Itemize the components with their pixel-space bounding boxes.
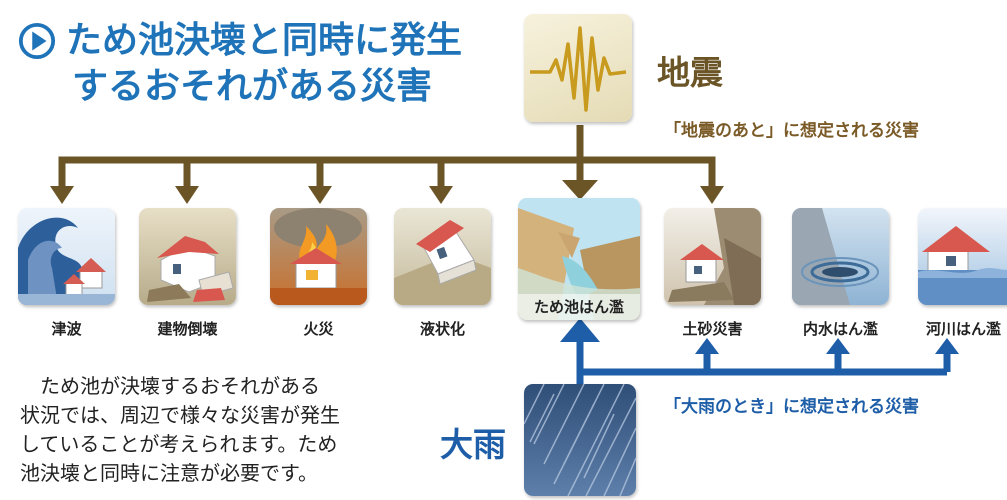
title-line-2: するおそれがある災害 (72, 66, 433, 107)
rain-icon (524, 384, 636, 496)
title-line-1: ため池決壊と同時に発生 (66, 20, 463, 61)
disaster-tile-river-flood (918, 208, 1007, 305)
tsunami-icon (18, 217, 115, 305)
landslide-icon (668, 208, 761, 305)
disaster-label-inland-flood: 内水はん濫 (802, 320, 878, 338)
disaster-tile-liquefaction (394, 208, 491, 305)
description-line-3: していることが考えられます。ため (20, 432, 338, 456)
disaster-tile-building-collapse (139, 208, 236, 305)
seismic-wave-icon (530, 26, 627, 112)
pond-flood-icon (518, 198, 640, 320)
inland-flood-icon (792, 208, 879, 305)
disaster-label-landslide: 土砂災害 (682, 320, 743, 338)
description-line-1: ため池が決壊するおそれがある (40, 374, 320, 398)
play-circle-icon (18, 22, 56, 60)
disaster-tile-tsunami (18, 208, 115, 305)
fire-icon (270, 208, 367, 305)
earthquake-tile (524, 14, 632, 122)
disaster-tile-landslide (664, 208, 761, 305)
disaster-label-pond-flood: ため池はん濫 (533, 298, 624, 316)
disaster-label-fire: 火災 (303, 320, 334, 338)
description-line-4: 池決壊と同時に注意が必要です。 (20, 461, 318, 485)
disaster-label-tsunami: 津波 (51, 320, 82, 338)
disaster-label-liquefaction: 液状化 (419, 320, 465, 338)
description-line-2: 状況では、周辺で様々な災害が発生 (20, 403, 340, 427)
liquefaction-icon (394, 220, 491, 305)
disaster-tile-fire (270, 208, 367, 305)
page-title: ため池決壊と同時に発生 するおそれがある災害 (18, 18, 462, 110)
heavy-rain-tile (524, 384, 636, 496)
river-flood-icon (918, 226, 1007, 305)
heavy-rain-note: 「大雨のとき」に想定される災害 (664, 397, 919, 417)
building-collapse-icon (147, 236, 234, 302)
description-text: ため池が決壊するおそれがある 状況では、周辺で様々な災害が発生 していることが考… (20, 372, 388, 488)
earthquake-note: 「地震のあと」に想定される災害 (664, 121, 919, 141)
heavy-rain-label: 大雨 (440, 425, 506, 464)
disaster-label-building-collapse: 建物倒壊 (157, 320, 218, 338)
disaster-tile-pond-flood: ため池はん濫 (518, 198, 640, 320)
disaster-tile-inland-flood (792, 208, 889, 305)
earthquake-label: 地震 (657, 53, 723, 92)
disaster-label-river-flood: 河川はん濫 (926, 320, 1002, 338)
